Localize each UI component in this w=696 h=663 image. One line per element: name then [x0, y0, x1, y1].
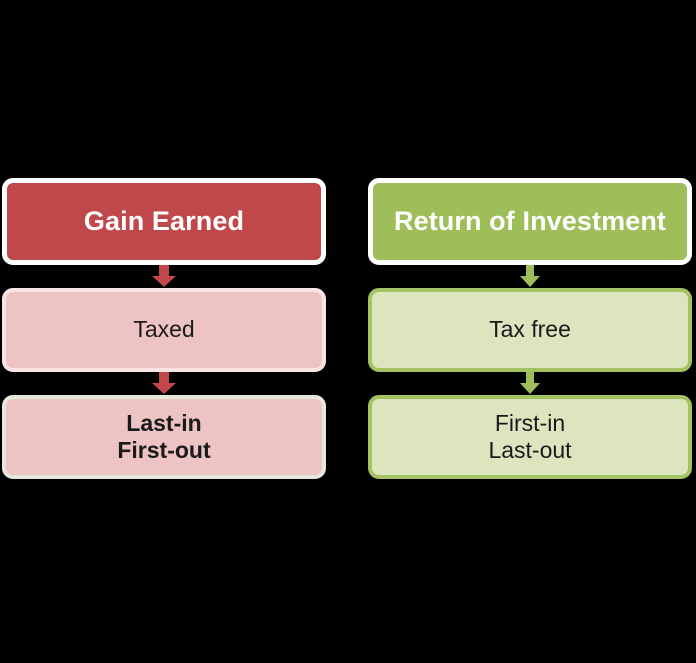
- step-label-multiline: First-in Last-out: [488, 410, 571, 464]
- step-node-first-in-last-out: First-in Last-out: [368, 395, 692, 479]
- step-label-line1: First-in: [494, 409, 566, 436]
- step-label: Taxed: [133, 316, 195, 343]
- header-label: Gain Earned: [83, 205, 245, 236]
- header-label: Return of Investment: [393, 205, 667, 236]
- step-label-line2: Last-out: [488, 437, 572, 463]
- step-node-taxed: Taxed: [2, 288, 326, 372]
- connector-return-1: [368, 265, 692, 288]
- connector-gain-1: [2, 265, 326, 288]
- step-label-multiline: Last-in First-out: [117, 410, 210, 464]
- step-node-tax-free: Tax free: [368, 288, 692, 372]
- arrow-down-icon: [152, 265, 176, 287]
- step-label-line1: Last-in: [126, 409, 202, 436]
- column-gain-earned: Gain Earned Taxed Last-in First-out: [2, 178, 326, 479]
- step-node-last-in-first-out: Last-in First-out: [2, 395, 326, 479]
- connector-return-2: [368, 372, 692, 395]
- step-label: Tax free: [489, 316, 571, 343]
- header-node-return-of-investment: Return of Investment: [368, 178, 692, 265]
- step-label-line2: First-out: [117, 437, 211, 463]
- connector-gain-2: [2, 372, 326, 395]
- column-return-of-investment: Return of Investment Tax free First-in L…: [368, 178, 692, 479]
- header-node-gain-earned: Gain Earned: [2, 178, 326, 265]
- arrow-down-icon: [520, 265, 540, 287]
- arrow-down-icon: [152, 372, 176, 394]
- arrow-down-icon: [520, 372, 540, 394]
